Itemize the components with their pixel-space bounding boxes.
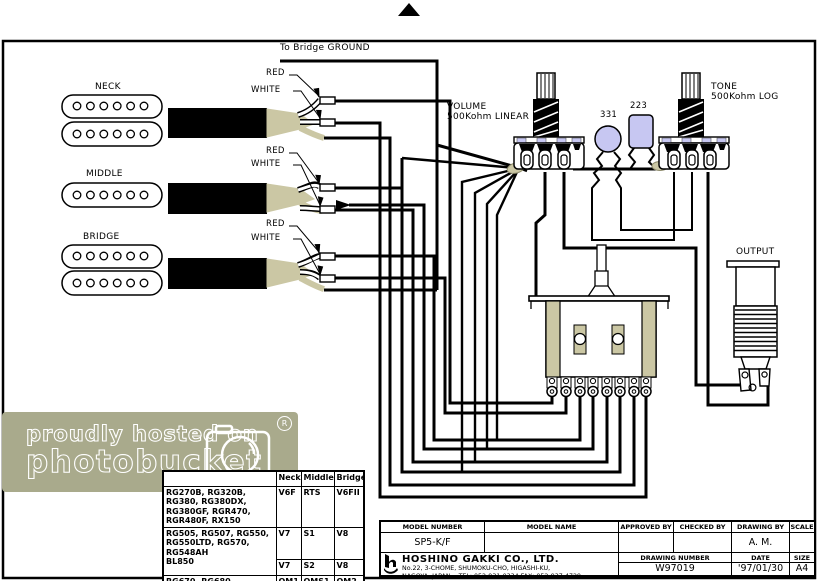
scale-header: SCALE <box>789 522 814 533</box>
drawing-number-header: DRAWING NUMBER <box>618 553 731 563</box>
output-jack <box>726 260 780 392</box>
wire-harness <box>324 99 770 499</box>
size-header: SIZE <box>789 553 814 563</box>
middle-cell: RTS <box>300 485 335 528</box>
middle-cable <box>168 181 351 214</box>
neck-red-label: RED <box>266 68 285 78</box>
volume-pot <box>513 72 585 170</box>
date-header: DATE <box>731 553 789 563</box>
capacitor-331-disc <box>594 125 622 153</box>
checked-by-header: CHECKED BY <box>673 522 731 533</box>
middle-pickup <box>61 182 163 208</box>
scale-value <box>789 533 814 553</box>
bridge-cell: V8 <box>333 526 365 560</box>
bridge-cable <box>168 252 336 292</box>
capacitor-223-box <box>628 114 654 149</box>
table-header-bridge: Bridge <box>333 470 365 487</box>
models-cell: RG670, RG680 <box>162 574 277 581</box>
neck-pickup-label: NECK <box>95 82 121 92</box>
company-cell: HOSHINO GAKKI CO., LTD. No.22, 3-CHOME, … <box>381 553 618 580</box>
bridge-cell: QM2 <box>333 574 365 581</box>
neck-cell: QM1 <box>275 574 302 581</box>
wire-leaders <box>289 74 324 276</box>
bridge-pickup <box>61 244 163 296</box>
bridge-red-label: RED <box>266 219 285 229</box>
model-name-header: MODEL NAME <box>484 522 618 533</box>
checked-by-value <box>673 533 731 553</box>
middle-red-label: RED <box>266 146 285 156</box>
table-header-blank <box>162 470 277 487</box>
neck-cell: V7 <box>275 558 302 576</box>
ground-star-wires <box>401 156 528 472</box>
models-cell: RG505, RG507, RG550, RG550LTD, RG570, RG… <box>162 526 277 576</box>
neck-pickup <box>61 94 163 147</box>
tone-pot <box>658 72 730 170</box>
date-value: '97/01/30 <box>731 563 789 575</box>
table-row: RG670, RG680 QM1 QMS1 QM2 <box>162 574 365 581</box>
registered-mark-icon: R <box>277 416 292 431</box>
table-row: RG505, RG507, RG550, RG550LTD, RG570, RG… <box>162 526 365 576</box>
middle-cell: QMS1 <box>300 574 335 581</box>
table-row: V7 S2 V8 <box>163 558 365 576</box>
bridge-cell: V6FII <box>333 485 365 528</box>
models-group-a: RG505, RG507, RG550, RG550LTD, RG570, RG… <box>166 528 269 557</box>
approved-by-header: APPROVED BY <box>618 522 673 533</box>
company-city: NAGOYA, JAPAN <box>402 572 451 580</box>
switch-terminals <box>546 376 652 398</box>
title-block: MODEL NUMBER MODEL NAME APPROVED BY CHEC… <box>379 520 816 580</box>
models-group-b: BL850 <box>166 557 194 566</box>
bridge-white-label: WHITE <box>251 233 281 243</box>
neck-white-label: WHITE <box>251 85 281 95</box>
neck-cell: V6F <box>275 485 302 528</box>
company-name: HOSHINO GAKKI CO., LTD. <box>402 554 559 565</box>
output-label: OUTPUT <box>736 247 775 257</box>
tone-label: TONE <box>711 82 738 92</box>
drawing-by-value: A. M. <box>731 533 789 553</box>
models-cell: RG270B, RG320B, RG380, RG380DX, RG380GF,… <box>162 485 277 528</box>
neck-cable <box>168 96 336 141</box>
model-number-header: MODEL NUMBER <box>381 522 484 533</box>
middle-pickup-label: MIDDLE <box>86 169 123 179</box>
model-name-value <box>484 533 618 553</box>
drawing-frame <box>1 39 817 580</box>
hoshino-logo <box>384 554 398 574</box>
approved-by-value <box>618 533 673 553</box>
pickup-model-table: Neck Middle Bridge RG270B, RG320B, RG380… <box>162 470 365 581</box>
middle-cell: S1 <box>300 526 335 560</box>
to-bridge-ground-label: To Bridge GROUND <box>280 43 370 53</box>
middle-white-label: WHITE <box>251 159 281 169</box>
table-row: RG270B, RG320B, RG380, RG380DX, RG380GF,… <box>162 485 365 528</box>
bridge-cell: V8 <box>333 558 365 576</box>
model-number-value: SP5-K/F <box>381 533 484 553</box>
tone-value-label: 500Kohm LOG <box>711 92 779 102</box>
bridge-pickup-label: BRIDGE <box>83 232 120 242</box>
drawing-number-value: W97019 <box>618 563 731 575</box>
drawing-by-header: DRAWING BY <box>731 522 789 533</box>
company-telfax: TEL: 052-931-0334 FAX: 052-937-4729 <box>458 572 582 580</box>
table-header-neck: Neck <box>275 470 302 487</box>
cap-223-label: 223 <box>630 101 648 111</box>
cap-331-label: 331 <box>600 110 618 120</box>
volume-label: VOLUME <box>447 102 487 112</box>
volume-value-label: 500Kohm LINEAR <box>447 112 530 122</box>
size-value: A4 <box>789 563 814 575</box>
neck-cell: V7 <box>275 526 302 560</box>
middle-cell: S2 <box>300 558 335 576</box>
up-arrow-icon <box>398 3 420 16</box>
company-address2: NAGOYA, JAPAN TEL: 052-931-0334 FAX: 052… <box>383 573 616 581</box>
table-header-middle: Middle <box>300 470 335 487</box>
pickup-selector-switch <box>528 244 670 398</box>
capacitor-legs <box>591 147 693 241</box>
company-address1: No.22, 3-CHOME, SHUMOKU-CHO, HIGASHI-KU, <box>402 565 551 572</box>
